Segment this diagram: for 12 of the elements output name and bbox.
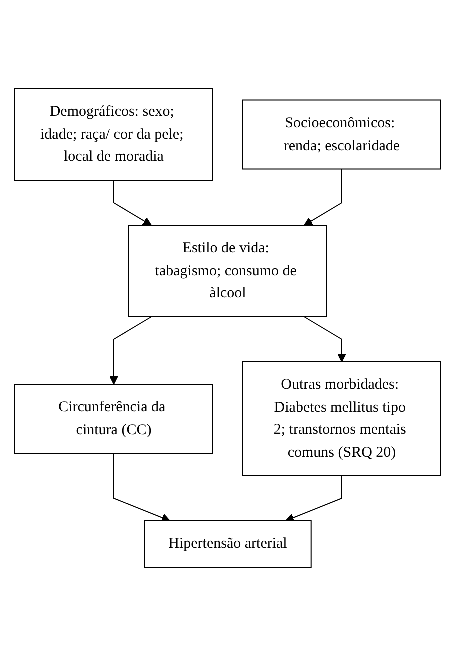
arrow: [113, 452, 170, 522]
node-box: Socioeconômicos: renda; escolaridade: [242, 100, 441, 170]
node-box: Circunferência da cintura (CC): [14, 384, 213, 454]
arrow: [285, 475, 342, 522]
arrow: [109, 316, 152, 385]
node-box: Demográficos: sexo; idade; raça/ cor da pele; local de moradia: [14, 88, 213, 181]
node-box: Outras morbidades: Diabetes mellitus tipo 2; transtornos mentais comuns (SRQ 20): [242, 361, 441, 476]
arrow: [303, 316, 346, 362]
node-box: Estilo de vida: tabagismo; consumo de àlcool: [128, 224, 327, 318]
node-box: Hipertensão arterial: [144, 520, 312, 568]
arrow: [113, 180, 152, 226]
arrow: [304, 168, 342, 226]
